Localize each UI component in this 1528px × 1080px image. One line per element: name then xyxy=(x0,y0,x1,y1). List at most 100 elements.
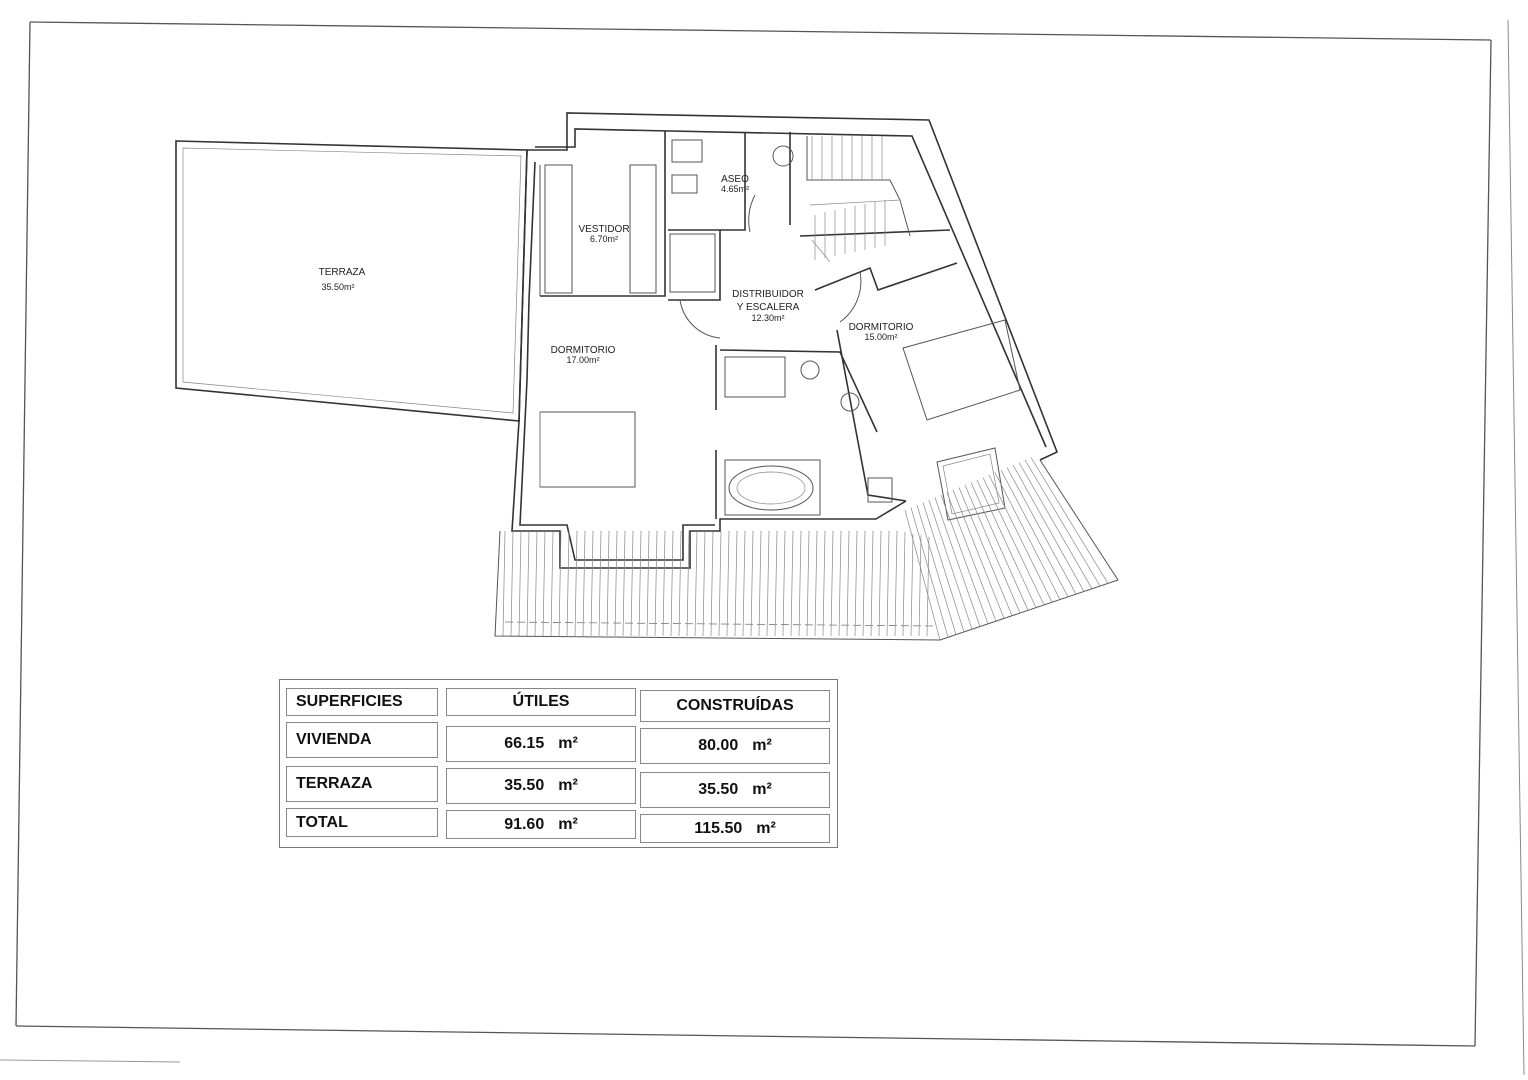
deck-plank xyxy=(814,530,818,637)
room-dormitorio-second: DORMITORIO 15.00m² xyxy=(849,322,914,342)
unit: m² xyxy=(558,777,578,794)
deck-plank xyxy=(622,530,626,637)
deck-plank xyxy=(830,530,834,637)
svg-text:35.50m²: 35.50m² xyxy=(321,282,354,292)
unit: m² xyxy=(752,737,772,754)
room-terraza: TERRAZA 35.50m² xyxy=(319,267,366,292)
deck-plank xyxy=(854,530,858,637)
deck-plank xyxy=(598,530,602,637)
room-aseo: ASEO 4.65m² xyxy=(721,174,749,194)
deck-plank xyxy=(958,487,1013,616)
decking xyxy=(494,457,1119,641)
areas-table: SUPERFICIES ÚTILES CONSTRUÍDAS VIVIENDA … xyxy=(279,679,838,848)
header-construidas: CONSTRUÍDAS xyxy=(640,690,830,722)
deck-plank xyxy=(654,530,658,637)
unit: m² xyxy=(752,781,772,798)
deck-plank xyxy=(926,536,930,637)
deck-plank xyxy=(614,530,618,637)
deck-plank xyxy=(940,494,989,624)
svg-text:Y ESCALERA: Y ESCALERA xyxy=(737,302,800,313)
unit: m² xyxy=(756,819,776,837)
deck-plank xyxy=(518,530,522,637)
deck-plank xyxy=(718,530,722,637)
svg-text:DORMITORIO: DORMITORIO xyxy=(849,322,914,333)
deck-plank xyxy=(526,530,530,637)
terraza-outline xyxy=(175,140,528,422)
deck-plank xyxy=(928,499,973,630)
deck-plank xyxy=(566,530,570,637)
deck-plank xyxy=(534,530,538,637)
svg-text:17.00m²: 17.00m² xyxy=(566,355,599,365)
deck-plank xyxy=(670,530,674,637)
deck-plank xyxy=(582,530,586,637)
header-utiles: ÚTILES xyxy=(446,688,636,716)
deck-plank xyxy=(952,489,1005,619)
deck-plank xyxy=(902,531,906,637)
svg-text:DORMITORIO: DORMITORIO xyxy=(551,345,616,356)
deck-plank xyxy=(502,530,506,637)
row-utiles: 35.50 m² xyxy=(446,768,636,804)
deck-plank xyxy=(742,530,746,637)
deck-plank xyxy=(910,507,949,638)
svg-text:6.70m²: 6.70m² xyxy=(590,234,618,244)
deck-plank xyxy=(790,530,794,637)
deck-plank xyxy=(904,509,941,641)
deck-plank xyxy=(750,530,754,637)
deck-plank xyxy=(838,530,842,637)
deck-plank xyxy=(946,492,997,622)
unit: m² xyxy=(558,815,578,833)
deck-plank xyxy=(846,530,850,637)
deck-plank xyxy=(1018,462,1093,589)
deck-plank xyxy=(694,530,698,637)
row-label: TOTAL xyxy=(286,808,438,837)
header-superficies: SUPERFICIES xyxy=(286,688,438,716)
deck-plank xyxy=(964,484,1021,614)
deck-plank xyxy=(994,472,1061,600)
row-utiles: 66.15 m² xyxy=(446,726,636,762)
deck-plank xyxy=(988,474,1053,603)
deck-plank xyxy=(510,530,514,637)
deck-plank xyxy=(606,530,610,637)
deck-plank xyxy=(918,535,922,637)
deck-plank xyxy=(870,530,874,637)
deck-plank xyxy=(970,482,1029,611)
deck-plank xyxy=(1000,469,1069,597)
deck-plank xyxy=(646,530,650,637)
deck-plank xyxy=(678,530,682,637)
deck-plank xyxy=(982,477,1045,606)
deck-plank xyxy=(782,530,786,637)
deck-plank xyxy=(630,530,634,637)
room-vestidor: VESTIDOR 6.70m² xyxy=(578,224,629,244)
deck-plank xyxy=(766,530,770,637)
row-construidas: 80.00 m² xyxy=(640,728,830,764)
deck-plank xyxy=(934,497,981,627)
deck-plank xyxy=(550,530,554,637)
deck-plank xyxy=(710,530,714,637)
deck-plank xyxy=(822,530,826,637)
deck-plank xyxy=(558,530,562,637)
row-label: VIVIENDA xyxy=(286,722,438,758)
svg-text:12.30m²: 12.30m² xyxy=(751,313,784,323)
room-distribuidor: DISTRIBUIDOR Y ESCALERA 12.30m² xyxy=(732,289,804,323)
deck-plank xyxy=(726,530,730,637)
svg-text:4.65m²: 4.65m² xyxy=(721,184,749,194)
utiles-value: 35.50 xyxy=(504,777,545,794)
deck-plank xyxy=(774,530,778,637)
svg-text:VESTIDOR: VESTIDOR xyxy=(578,224,629,235)
deck-plank xyxy=(758,530,762,637)
deck-plank xyxy=(806,530,810,637)
deck-plank xyxy=(798,530,802,637)
deck-plank xyxy=(916,504,957,635)
deck-plank xyxy=(910,533,914,637)
deck-plank xyxy=(590,530,594,637)
deck-plank xyxy=(542,530,546,637)
deck-plank xyxy=(662,530,666,637)
deck-plank xyxy=(1024,459,1101,587)
deck-plank xyxy=(976,479,1037,608)
svg-text:DISTRIBUIDOR: DISTRIBUIDOR xyxy=(732,289,804,300)
row-construidas: 115.50 m² xyxy=(640,814,830,843)
deck-plank xyxy=(922,502,965,633)
svg-text:TERRAZA: TERRAZA xyxy=(319,267,366,278)
row-utiles: 91.60 m² xyxy=(446,810,636,839)
